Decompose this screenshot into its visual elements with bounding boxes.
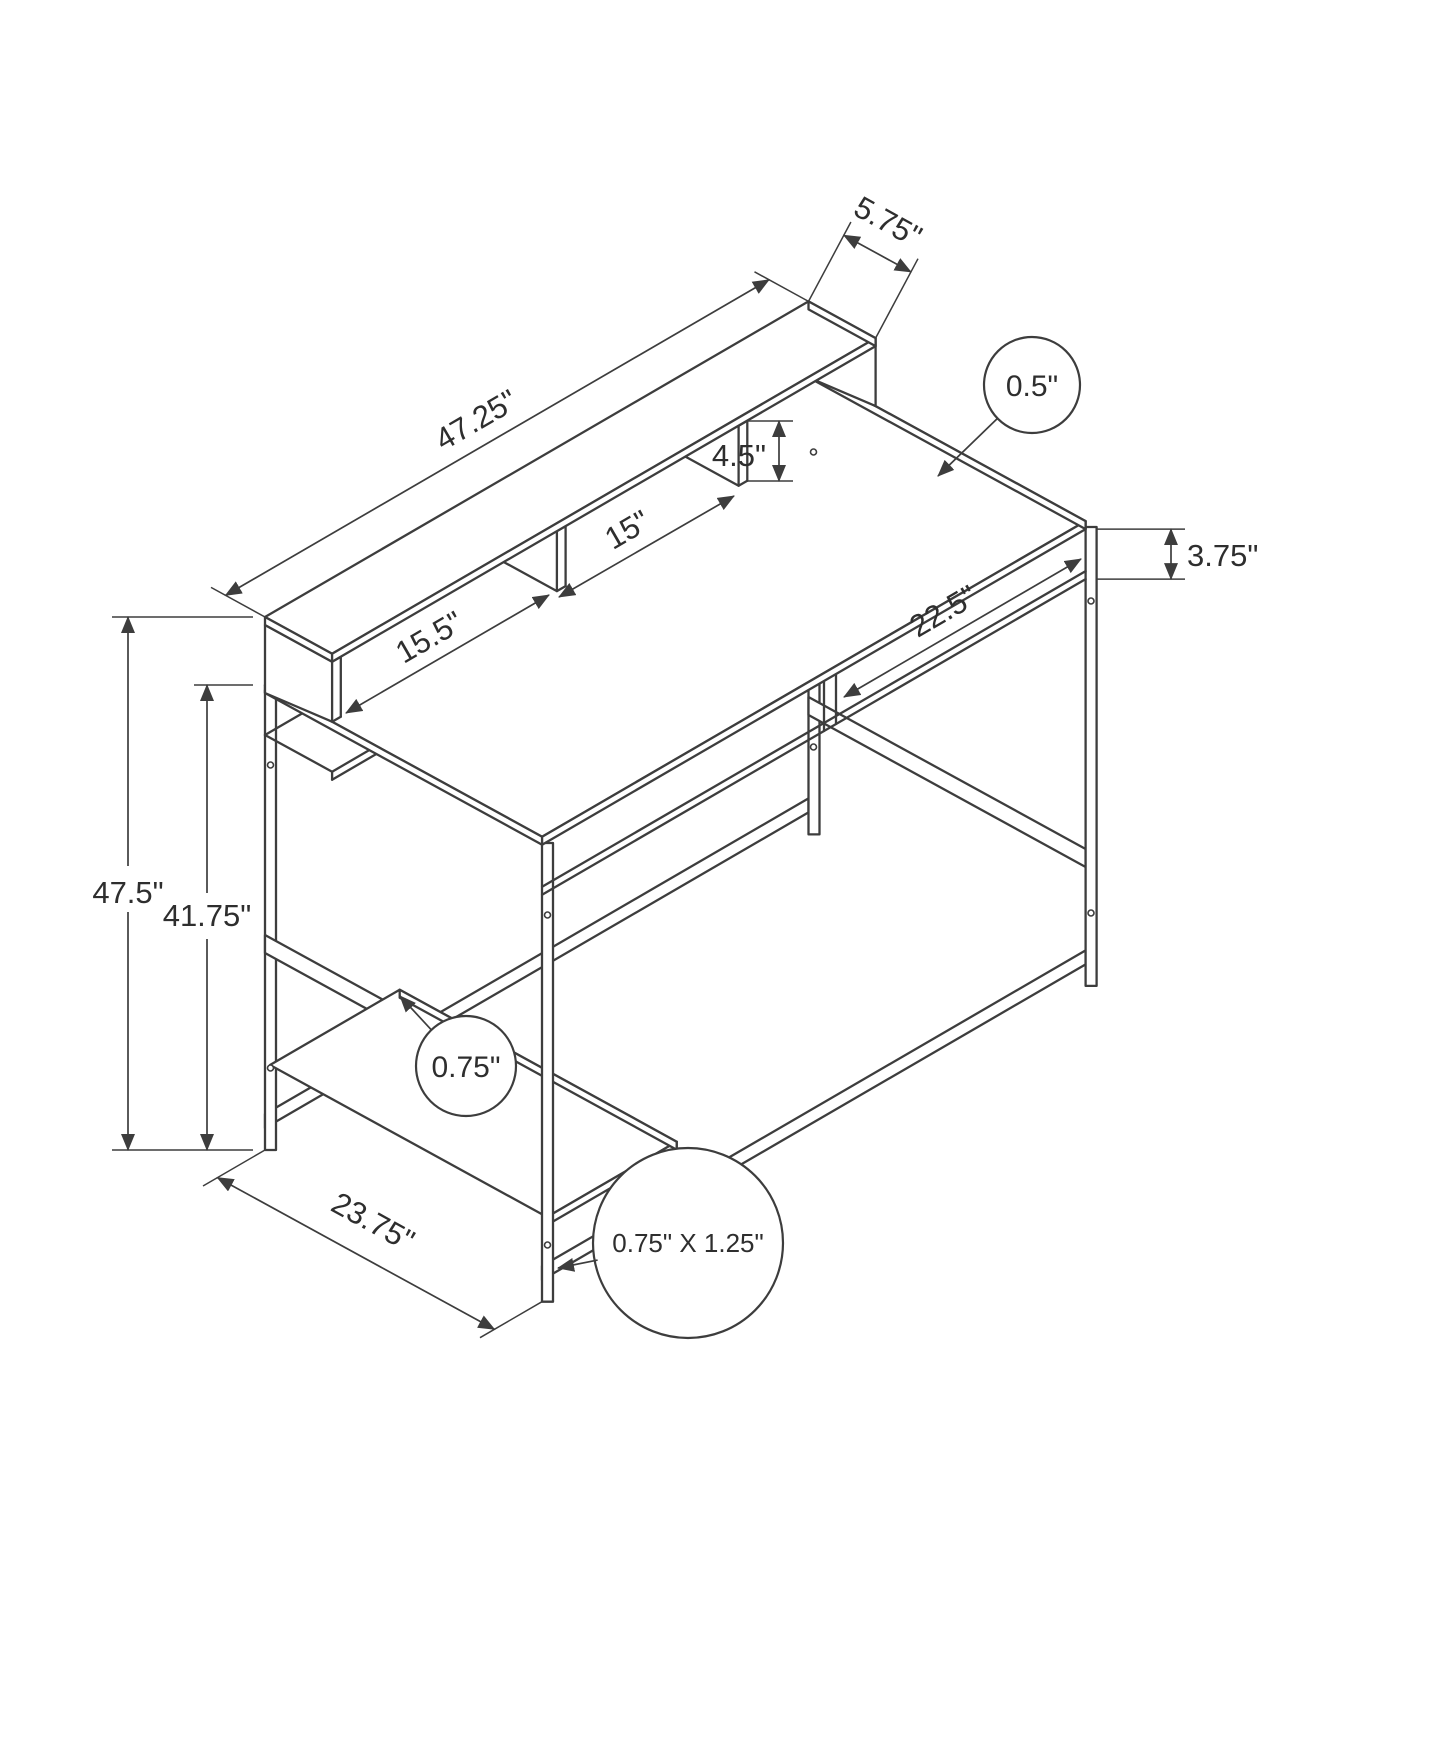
dim-apron-height-label: 3.75": [1187, 538, 1258, 573]
extension-line: [202, 1149, 266, 1187]
screw-holes: [266, 448, 1095, 1249]
dim-shelf-thickness: 0.75": [399, 995, 518, 1118]
dimension-line: [842, 234, 912, 273]
leader-line: [937, 417, 999, 477]
dim-overall-height-label: 47.5": [92, 875, 163, 910]
extension-line: [479, 1301, 543, 1339]
dim-leg-profile: 0.75" X 1.25": [557, 1146, 785, 1340]
dim-desk-depth-label: 23.75": [326, 1185, 421, 1258]
dim-shelf-length-label: 47.25": [429, 383, 523, 458]
extension-line: [874, 258, 919, 339]
callout-circle: [591, 1146, 785, 1340]
dimension-line: [224, 279, 770, 597]
dim-apron-height: 3.75": [1096, 528, 1258, 581]
leg-back-left: [263, 688, 278, 1152]
dim-leg-profile-label: 0.75" X 1.25": [612, 1228, 763, 1258]
callout-circle: [414, 1014, 518, 1118]
leader-line: [399, 995, 433, 1031]
screw-hole: [1087, 597, 1095, 605]
dim-desktop-height-label: 41.75": [163, 898, 252, 933]
screw-hole: [543, 1241, 552, 1249]
extension-line: [754, 271, 809, 303]
frame-line: [330, 715, 342, 723]
dim-hutch-height: 4.5": [712, 420, 793, 482]
extension-line: [210, 586, 266, 618]
screw-hole: [543, 911, 552, 919]
frame-line: [263, 733, 334, 773]
dimension-line: [345, 594, 550, 714]
leader-line: [557, 1258, 598, 1272]
leg-front-left: [540, 841, 555, 1303]
leg-front-right: [1084, 525, 1098, 988]
screw-hole: [266, 1064, 275, 1072]
screw-hole: [809, 448, 818, 456]
shelf-right-cap: [807, 300, 877, 348]
extension-line: [807, 221, 852, 302]
dimension-line: [216, 1176, 496, 1331]
dim-shelf-thickness-label: 0.75": [431, 1051, 500, 1084]
dimension-line: [558, 495, 735, 598]
dim-overall-height: 47.5": [78, 616, 253, 1151]
screw-hole: [266, 761, 275, 769]
dim-desktop-thickness-label: 0.5": [1006, 370, 1058, 403]
label-mask: [152, 893, 262, 939]
dim-hutch-height-label: 4.5": [712, 438, 766, 473]
dim-desktop-height: 41.75": [152, 684, 262, 1151]
under-desk-divider: [822, 672, 838, 733]
dim-desktop-thickness: 0.5": [937, 335, 1082, 477]
right-side-rail: [807, 695, 1087, 869]
callout-circle: [982, 335, 1082, 435]
screw-hole: [809, 743, 818, 751]
dimension-line: [843, 558, 1082, 698]
screw-hole: [1087, 909, 1095, 917]
